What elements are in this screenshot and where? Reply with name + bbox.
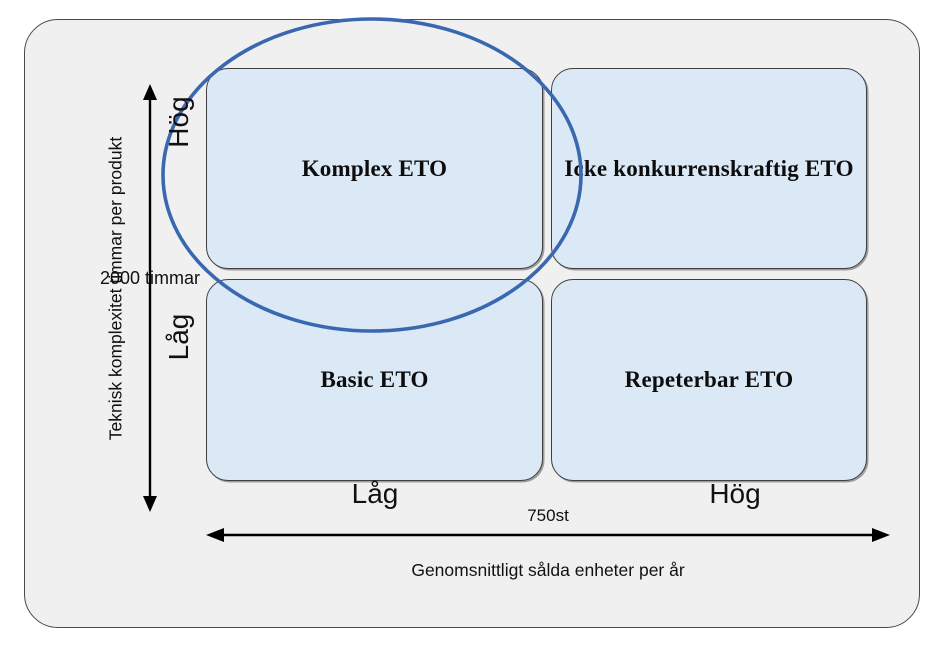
y-axis-tick-low: Låg bbox=[163, 313, 194, 361]
x-axis-threshold-label: 750st bbox=[527, 506, 569, 525]
quadrant-top-left-label: Komplex ETO bbox=[301, 155, 448, 181]
x-axis-tick-low: Låg bbox=[351, 478, 399, 509]
quadrant-top-right[interactable]: Icke konkurrenskraftig ETO bbox=[551, 68, 867, 269]
quadrant-bottom-left-label: Basic ETO bbox=[320, 367, 429, 393]
quadrant-top-right-label: Icke konkurrenskraftig ETO bbox=[564, 155, 854, 181]
x-axis-title: Genomsnittligt sålda enheter per år bbox=[411, 560, 685, 580]
y-axis-tick-high: Hög bbox=[163, 96, 194, 148]
y-axis-threshold-label: 2000 timmar bbox=[100, 268, 201, 288]
quadrant-top-left[interactable]: Komplex ETO bbox=[206, 68, 543, 269]
quadrant-bottom-right[interactable]: Repeterbar ETO bbox=[551, 279, 867, 481]
quadrant-bottom-right-label: Repeterbar ETO bbox=[624, 367, 794, 393]
x-axis-tick-high: Hög bbox=[709, 478, 761, 509]
quadrant-bottom-left[interactable]: Basic ETO bbox=[206, 279, 543, 481]
